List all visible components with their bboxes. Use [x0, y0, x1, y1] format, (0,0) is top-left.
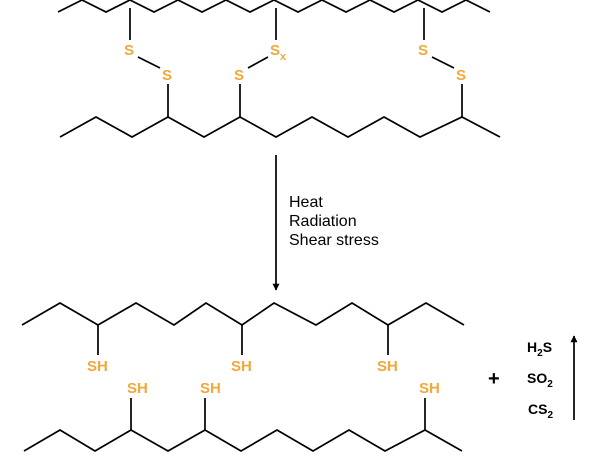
condition-radiation: Radiation — [289, 213, 357, 230]
sulfur-atom-sx: Sx — [270, 42, 287, 63]
gas-h2s-h: H — [527, 339, 537, 355]
bond-sx-s-middle — [247, 56, 269, 69]
condition-heat: Heat — [289, 194, 323, 211]
sulfur-atom-s-middle: S — [234, 67, 244, 84]
sulfur-atom-sx-symbol: S — [270, 42, 280, 59]
bond-s-s-left — [137, 56, 161, 69]
gas-h2s-s: S — [543, 339, 552, 355]
reactant-crosslinked-polymer: S S Sx S S S — [57, 0, 501, 138]
product-upper-chain-group: SH SH SH — [21, 301, 465, 375]
bond-s-s-right — [431, 56, 455, 69]
thiol-group-1: SH — [87, 358, 108, 375]
gas-so2: SO2 — [527, 370, 553, 390]
plus-sign: + — [488, 368, 500, 390]
thiol-group-5: SH — [200, 380, 221, 397]
condition-shear-stress: Shear stress — [289, 232, 379, 249]
sulfur-atom-s3: S — [418, 42, 428, 59]
product-lower-chain — [23, 429, 463, 452]
thiol-group-6: SH — [419, 380, 440, 397]
product-upper-chain — [21, 301, 465, 327]
gas-so2-symbol: SO — [527, 370, 547, 386]
thiol-group-2: SH — [231, 358, 252, 375]
gas-h2s-subscript: 2 — [537, 348, 543, 359]
gas-cs2-subscript: 2 — [547, 410, 553, 421]
sulfur-atom-s4: S — [456, 67, 466, 84]
reactant-top-chain — [57, 0, 491, 13]
sulfur-atom-s2: S — [162, 67, 172, 84]
thiol-group-3: SH — [377, 358, 398, 375]
gas-h2s: H2S — [527, 339, 552, 359]
thiol-group-4: SH — [127, 380, 148, 397]
gas-so2-subscript: 2 — [547, 379, 553, 390]
reactant-bottom-chain — [59, 116, 501, 138]
gas-cs2: CS2 — [528, 401, 553, 421]
gas-cs2-symbol: CS — [528, 401, 547, 417]
sulfur-atom-sx-subscript: x — [280, 51, 287, 63]
product-lower-chain-group: SH SH SH — [23, 380, 463, 452]
sulfur-atom-s1: S — [124, 42, 134, 59]
